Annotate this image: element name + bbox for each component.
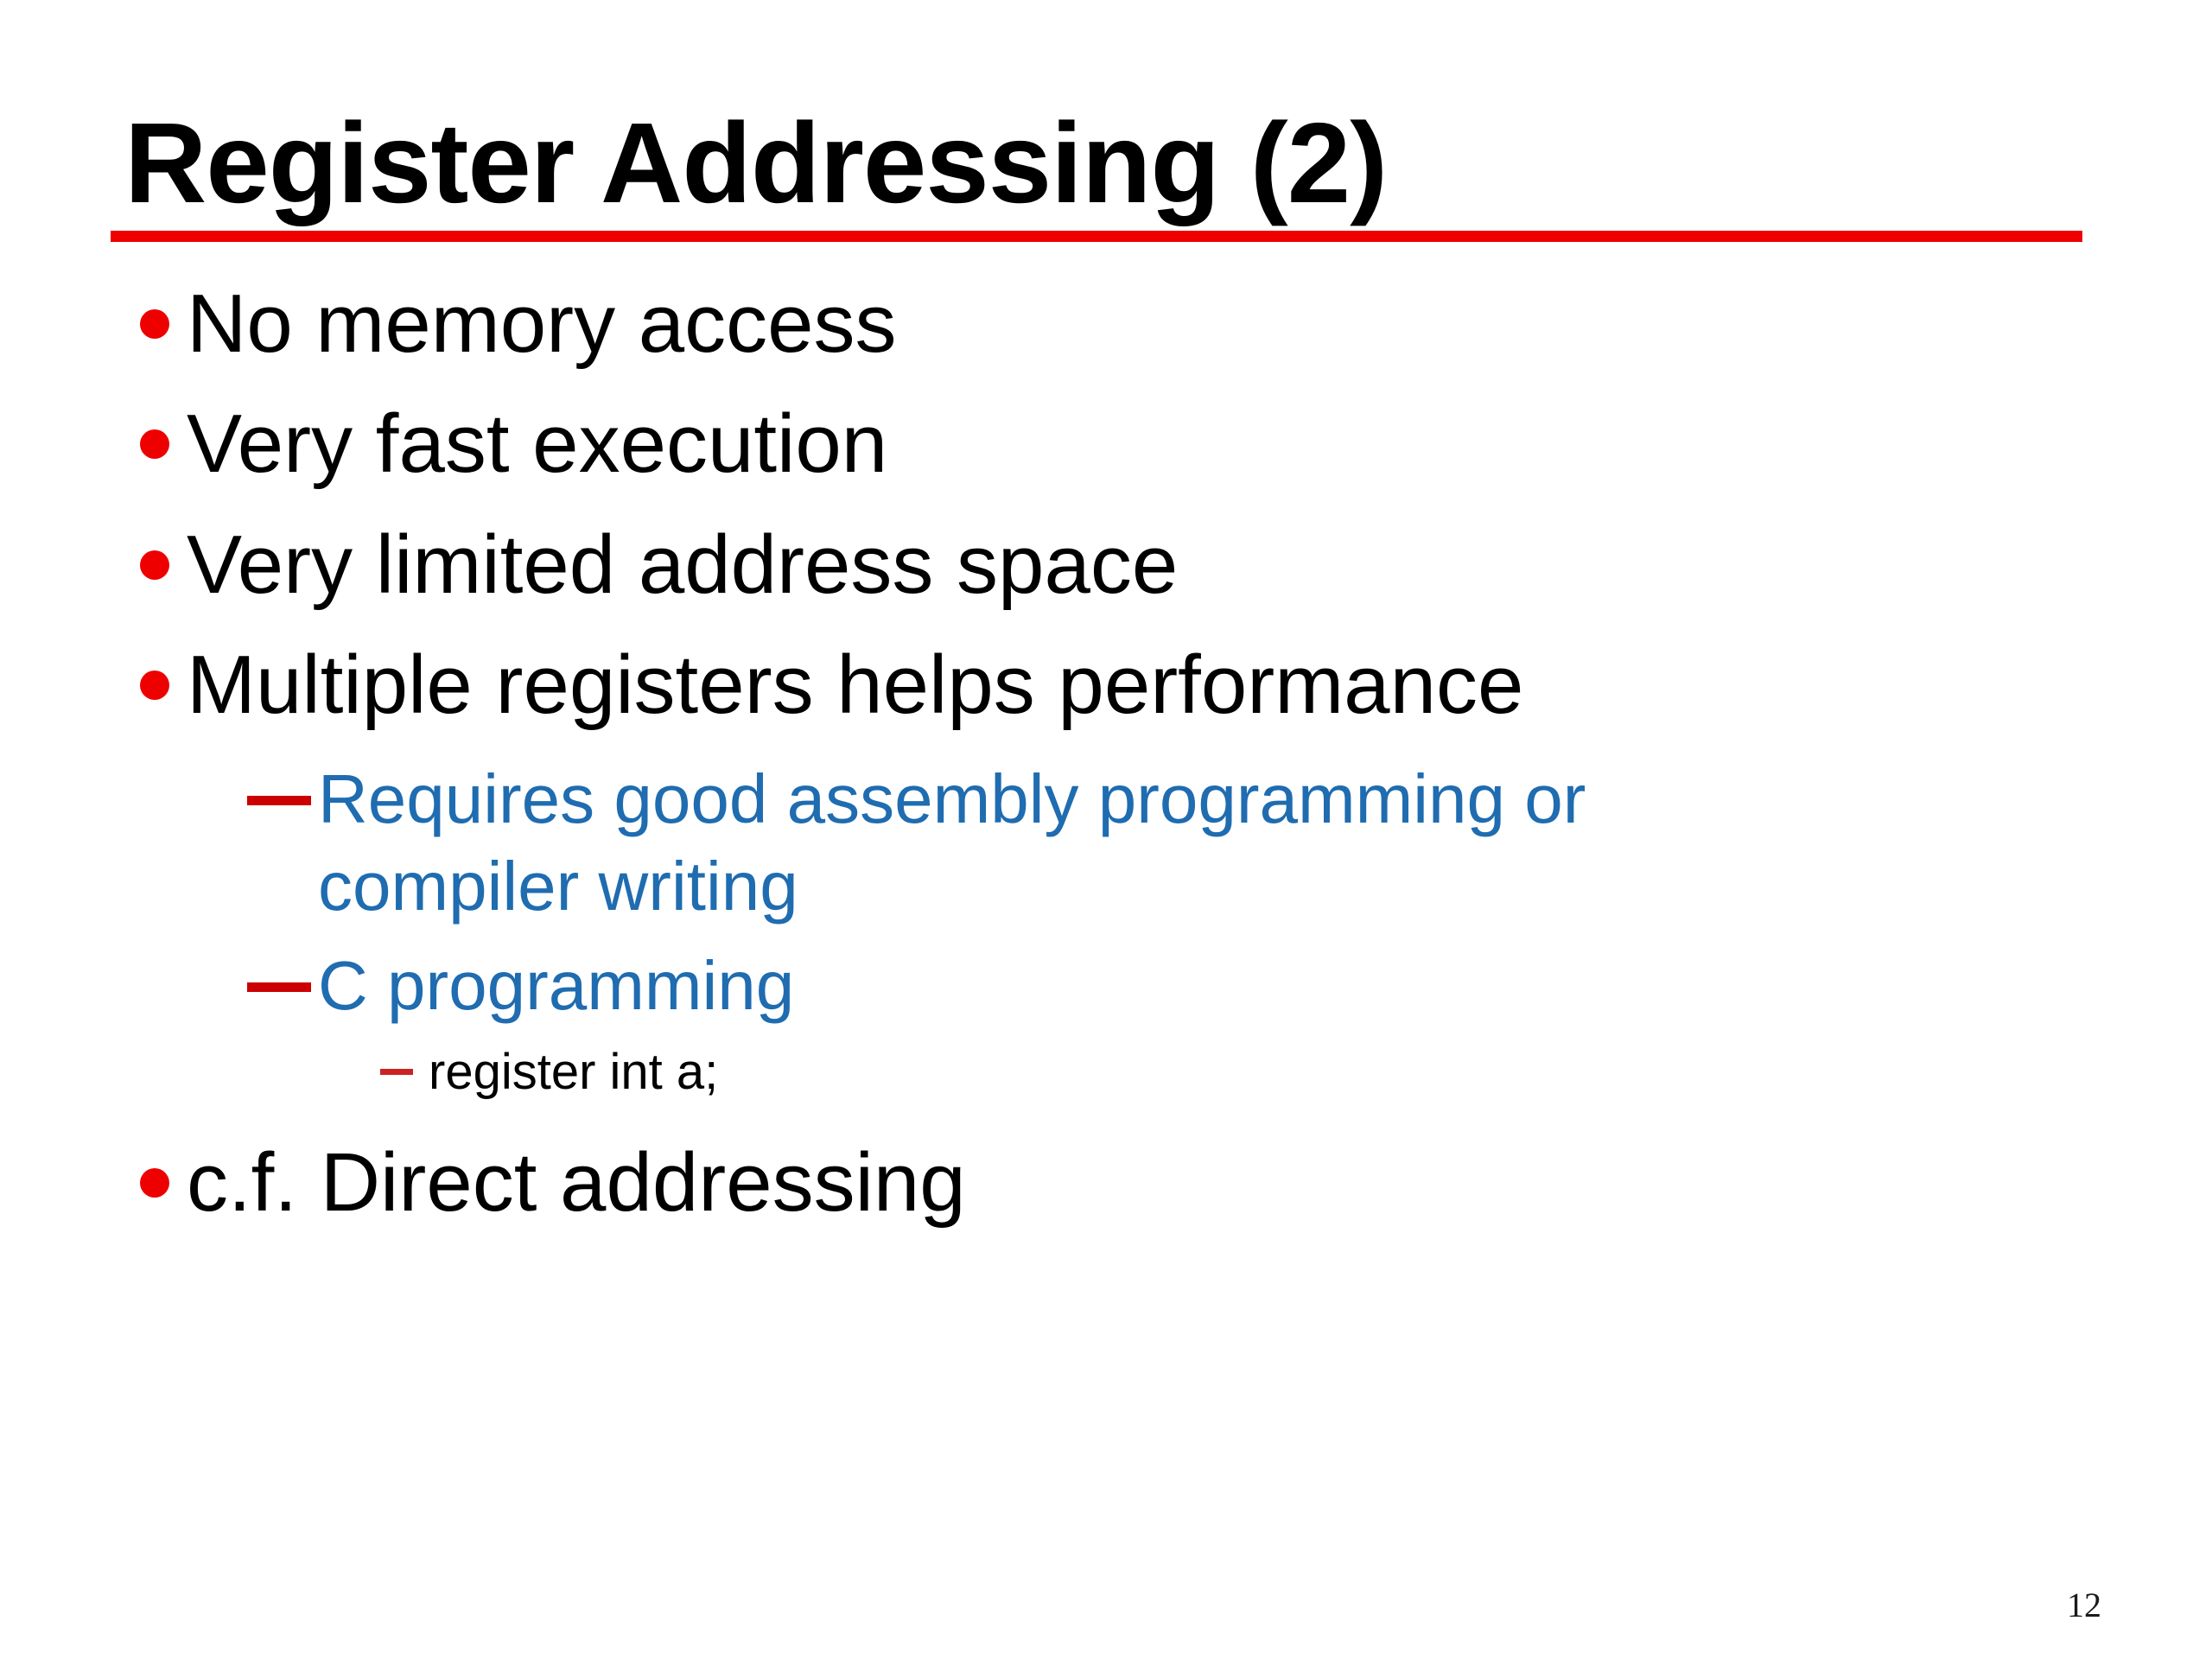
bullet-dot-icon (111, 395, 187, 460)
title-block: Register Addressing (2) (111, 99, 2089, 242)
sub-list-item: Requires good assembly programming or co… (111, 756, 2115, 931)
bullet-dot-icon (111, 516, 187, 580)
list-item-label: c.f. Direct addressing (187, 1135, 966, 1229)
sub-sub-list-item: register int a; (111, 1041, 2115, 1104)
em-dash-icon (247, 943, 318, 992)
list-item: Multiple registers helps performance (111, 636, 2115, 734)
sub-sub-list-item-label: register int a; (429, 1044, 719, 1101)
bullet-dot-icon (111, 275, 187, 339)
em-dash-icon (247, 756, 318, 806)
short-dash-icon (380, 1041, 429, 1076)
list-item: c.f. Direct addressing (111, 1134, 2115, 1231)
page-title: Register Addressing (2) (124, 99, 1388, 226)
bullet-dot-icon (111, 1134, 187, 1198)
title-underline-rule (111, 230, 2082, 242)
sub-list-item-label: C programming (318, 946, 795, 1024)
bullet-list: No memory access Very fast execution Ver… (111, 275, 2115, 1254)
list-item: Very limited address space (111, 516, 2115, 613)
page-number: 12 (2067, 1586, 2101, 1624)
sub-list-item-label: Requires good assembly programming or co… (318, 760, 1586, 925)
list-item-label: No memory access (187, 277, 897, 370)
sub-list-item: C programming (111, 943, 2115, 1030)
list-item-label: Multiple registers helps performance (187, 638, 1524, 731)
list-item: Very fast execution (111, 395, 2115, 493)
list-item-label: Very fast execution (187, 397, 888, 491)
list-item-label: Very limited address space (187, 518, 1179, 611)
list-item: No memory access (111, 275, 2115, 372)
bullet-dot-icon (111, 636, 187, 700)
